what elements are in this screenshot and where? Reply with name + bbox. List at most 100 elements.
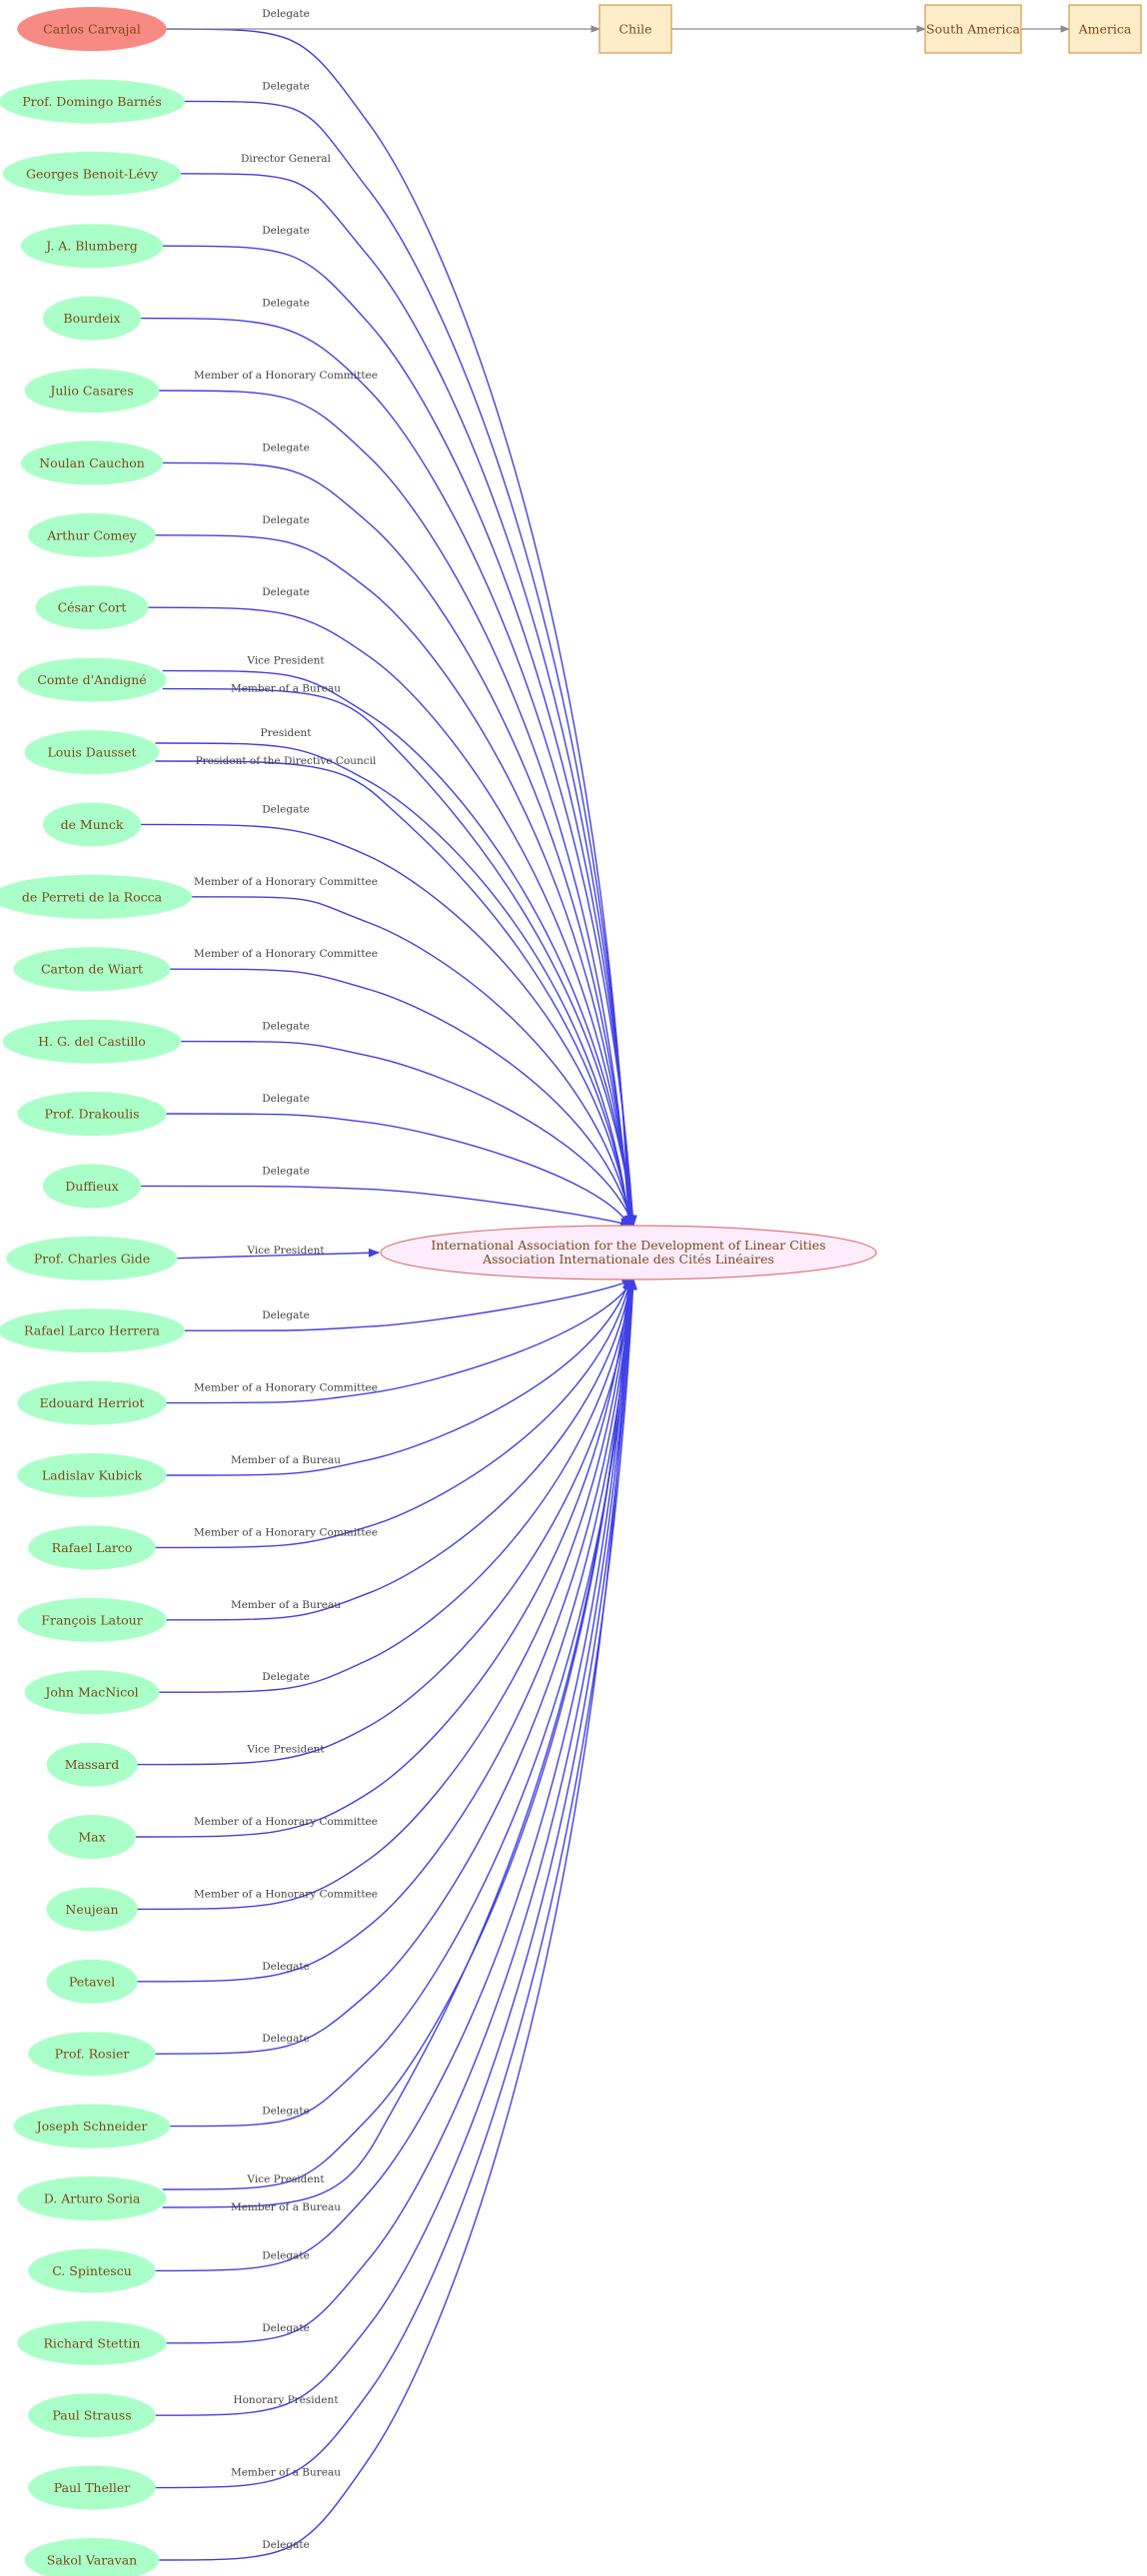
place-label: Chile <box>618 22 651 37</box>
person-ellipse <box>13 947 171 992</box>
person-node-prof-domingo-barnes[interactable]: Prof. Domingo Barnés <box>0 79 185 124</box>
person-node-neujean[interactable]: Neujean <box>46 1887 138 1932</box>
place-box <box>924 4 1022 54</box>
edge-max-member-of-a-honorary-committee <box>131 1278 633 1838</box>
edge-joseph-schneider-delegate <box>166 1278 637 2128</box>
person-label: Prof. Charles Gide <box>34 1251 150 1266</box>
place-node-america[interactable]: America <box>1068 4 1142 54</box>
person-node-arthur-comey[interactable]: Arthur Comey <box>28 512 156 557</box>
person-node-paul-theller[interactable]: Paul Theller <box>28 2465 156 2510</box>
edge-label-prof-domingo-barnes-delegate: Delegate <box>262 80 310 92</box>
person-label: Neujean <box>65 1902 118 1917</box>
edge-louis-dausset-president-of-the-directive-council <box>155 760 633 1228</box>
edge-paul-theller-member-of-a-bureau <box>151 1278 637 2489</box>
edge-comte-d-andigne-vice-president <box>162 669 637 1228</box>
person-label: Paul Strauss <box>52 2408 131 2423</box>
edge-label-joseph-schneider-delegate: Delegate <box>262 2106 310 2118</box>
edge-label-duffieux-delegate: Delegate <box>262 1165 310 1177</box>
person-ellipse <box>17 1597 167 1642</box>
person-ellipse <box>2 1019 182 1064</box>
person-label: François Latour <box>41 1612 142 1627</box>
person-node-comte-d-andigne[interactable]: Comte d'Andigné <box>17 657 167 702</box>
edge-carlos-carvajal-delegate <box>162 28 634 1228</box>
edge-label-j-a-blumberg-delegate: Delegate <box>262 225 310 237</box>
person-label: de Perreti de la Rocca <box>22 889 163 904</box>
edge-label-bourdeix-delegate: Delegate <box>262 298 310 310</box>
person-node-louis-dausset[interactable]: Louis Dausset <box>24 730 160 774</box>
person-ellipse <box>17 2320 167 2365</box>
person-node-noulan-cauchon[interactable]: Noulan Cauchon <box>20 440 164 485</box>
person-node-paul-strauss[interactable]: Paul Strauss <box>28 2393 156 2438</box>
place-node-south-america[interactable]: South America <box>924 4 1022 54</box>
person-node-duffieux[interactable]: Duffieux <box>42 1164 142 1209</box>
person-node-de-munck[interactable]: de Munck <box>42 802 142 847</box>
edge-label-cesar-cort-delegate: Delegate <box>262 586 310 598</box>
person-node-joseph-schneider[interactable]: Joseph Schneider <box>13 2104 171 2148</box>
person-ellipse <box>46 1887 138 1932</box>
person-node-julio-casares[interactable]: Julio Casares <box>24 369 160 413</box>
person-node-francois-latour[interactable]: François Latour <box>17 1597 167 1642</box>
person-node-h-g-del-castillo[interactable]: H. G. del Castillo <box>2 1019 182 1064</box>
edge-label-julio-casares-member-of-a-honorary-committee: Member of a Honorary Committee <box>194 370 378 382</box>
edge-label-louis-dausset-president: President <box>261 727 313 739</box>
person-node-john-macnicol[interactable]: John MacNicol <box>24 1670 160 1715</box>
person-node-j-a-blumberg[interactable]: J. A. Blumberg <box>20 224 164 269</box>
person-node-prof-drakoulis[interactable]: Prof. Drakoulis <box>17 1092 167 1136</box>
person-node-max[interactable]: Max <box>48 1815 136 1859</box>
person-node-sakol-varavan[interactable]: Sakol Varavan <box>24 2538 160 2576</box>
person-ellipse <box>42 296 142 341</box>
edge-prof-rosier-delegate <box>151 1278 636 2055</box>
person-node-bourdeix[interactable]: Bourdeix <box>42 296 142 341</box>
edge-petavel-delegate <box>133 1278 635 1983</box>
person-node-georges-benoit-levy[interactable]: Georges Benoit-Lévy <box>2 151 182 196</box>
edge-paul-strauss-honorary-president <box>151 1278 636 2416</box>
person-ellipse <box>28 2032 156 2077</box>
person-label: Edouard Herriot <box>40 1395 145 1410</box>
edge-julio-casares-member-of-a-honorary-committee <box>155 390 633 1228</box>
person-node-d-arturo-soria[interactable]: D. Arturo Soria <box>17 2176 167 2220</box>
person-node-massard[interactable]: Massard <box>46 1742 138 1787</box>
place-node-chile[interactable]: Chile <box>598 4 672 54</box>
person-node-rafael-larco-herrera[interactable]: Rafael Larco Herrera <box>0 1308 185 1353</box>
edge-label-john-macnicol-delegate: Delegate <box>262 1671 310 1683</box>
person-label: Prof. Rosier <box>55 2047 130 2062</box>
person-label: Paul Theller <box>54 2480 131 2495</box>
edge-label-prof-drakoulis-delegate: Delegate <box>262 1093 310 1105</box>
person-ellipse <box>20 224 164 269</box>
person-ellipse <box>24 369 160 413</box>
person-node-richard-stettin[interactable]: Richard Stettin <box>17 2320 167 2365</box>
person-node-de-perreti-de-la-rocca[interactable]: de Perreti de la Rocca <box>0 874 193 919</box>
person-node-carton-de-wiart[interactable]: Carton de Wiart <box>13 947 171 992</box>
organization-name-fr: Association Internationale des Cités Lin… <box>482 1252 774 1267</box>
person-label: de Munck <box>61 817 124 832</box>
person-ellipse <box>28 1525 156 1570</box>
person-label: Ladislav Kubick <box>42 1468 143 1483</box>
person-node-c-spintescu[interactable]: C. Spintescu <box>28 2248 156 2293</box>
edge-ladislav-kubick-member-of-a-bureau <box>162 1278 631 1476</box>
person-ellipse <box>28 2393 156 2438</box>
edge-label-c-spintescu-delegate: Delegate <box>262 2249 310 2261</box>
edge-bourdeix-delegate <box>137 317 637 1228</box>
person-node-cesar-cort[interactable]: César Cort <box>35 585 149 630</box>
edge-comte-d-andigne-member-of-a-bureau <box>162 687 637 1228</box>
person-node-rafael-larco[interactable]: Rafael Larco <box>28 1525 156 1570</box>
person-node-edouard-herriot[interactable]: Edouard Herriot <box>17 1380 167 1425</box>
person-label: Rafael Larco Herrera <box>24 1323 160 1338</box>
organization-ellipse <box>380 1225 877 1281</box>
person-node-petavel[interactable]: Petavel <box>46 1959 138 2004</box>
person-node-ladislav-kubick[interactable]: Ladislav Kubick <box>17 1453 167 1497</box>
person-node-prof-rosier[interactable]: Prof. Rosier <box>28 2032 156 2077</box>
organization-name-en: International Association for the Develo… <box>431 1238 825 1253</box>
person-node-carlos-carvajal[interactable]: Carlos Carvajal <box>17 7 167 51</box>
edge-label-petavel-delegate: Delegate <box>262 1961 310 1973</box>
edge-label-rafael-larco-herrera-delegate: Delegate <box>262 1309 310 1321</box>
edge-label-de-munck-delegate: Delegate <box>262 803 310 815</box>
person-node-prof-charles-gide[interactable]: Prof. Charles Gide <box>6 1236 178 1281</box>
edge-label-noulan-cauchon-delegate: Delegate <box>262 441 310 453</box>
person-label: Carlos Carvajal <box>43 22 141 37</box>
organization-node[interactable]: International Association for the Develo… <box>380 1225 877 1281</box>
edge-prof-charles-gide-vice-president <box>173 1248 381 1260</box>
edge-label-comte-d-andigne-vice-president: Vice President <box>246 655 325 667</box>
person-label: Louis Dausset <box>47 745 136 760</box>
